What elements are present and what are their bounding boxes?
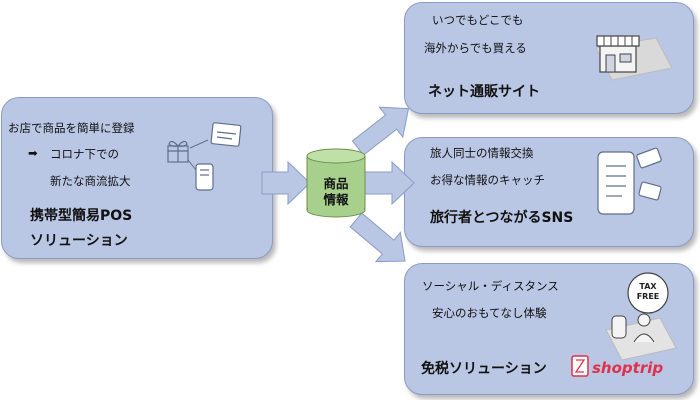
shop-counter-icon xyxy=(605,313,677,361)
shoptrip-brand-text: shoptrip xyxy=(592,359,663,377)
ec-desc-line2: 海外からでも買える xyxy=(424,41,527,55)
sns-title: 旅行者とつながるSNS xyxy=(430,210,574,226)
database-label-2: 情報 xyxy=(323,192,349,207)
pos-desc-line1: お店で商品を簡単に登録 xyxy=(8,121,135,135)
arrow-to-sns xyxy=(361,160,415,206)
pos-desc-line3: 新たな商流拡大 xyxy=(50,174,131,188)
flow-arrows-icon xyxy=(187,139,209,171)
online-shop-icon xyxy=(595,35,673,81)
ec-desc-line1: いつでもどこでも xyxy=(432,13,524,27)
tax-title: 免税ソリューション xyxy=(421,361,547,377)
ec-title: ネット通販サイト xyxy=(428,84,540,100)
pos-title-line2: ソリューション xyxy=(30,233,128,249)
badge-text-1: TAX xyxy=(639,282,657,291)
sns-phone-icon xyxy=(597,147,662,215)
tax-free-badge-icon: TAX FREE xyxy=(627,272,669,314)
receipt-document-icon xyxy=(210,122,242,147)
pos-desc-line2: コロナ下での xyxy=(50,147,119,161)
database-label-1: 商品 xyxy=(323,176,348,191)
badge-text-2: FREE xyxy=(637,292,660,301)
pos-title-line1: 携帯型簡易POS xyxy=(30,208,133,224)
sns-desc-line2: お得な情報のキャッチ xyxy=(430,173,545,187)
arrow-to-database xyxy=(261,160,311,206)
tax-desc-line2: 安心のおもてなし体験 xyxy=(432,306,547,320)
arrow-to-ec xyxy=(351,106,410,156)
gift-box-icon xyxy=(167,140,189,163)
shoptrip-logo: shoptrip xyxy=(571,355,663,377)
arrow-to-tax-free xyxy=(349,212,406,263)
tax-desc-line1: ソーシャル・ディスタンス xyxy=(422,279,559,293)
product-database-icon xyxy=(306,148,366,218)
arrow-right-icon: ➡ xyxy=(28,146,38,160)
smartphone-icon xyxy=(195,163,214,191)
sns-desc-line1: 旅人同士の情報交換 xyxy=(430,146,534,160)
